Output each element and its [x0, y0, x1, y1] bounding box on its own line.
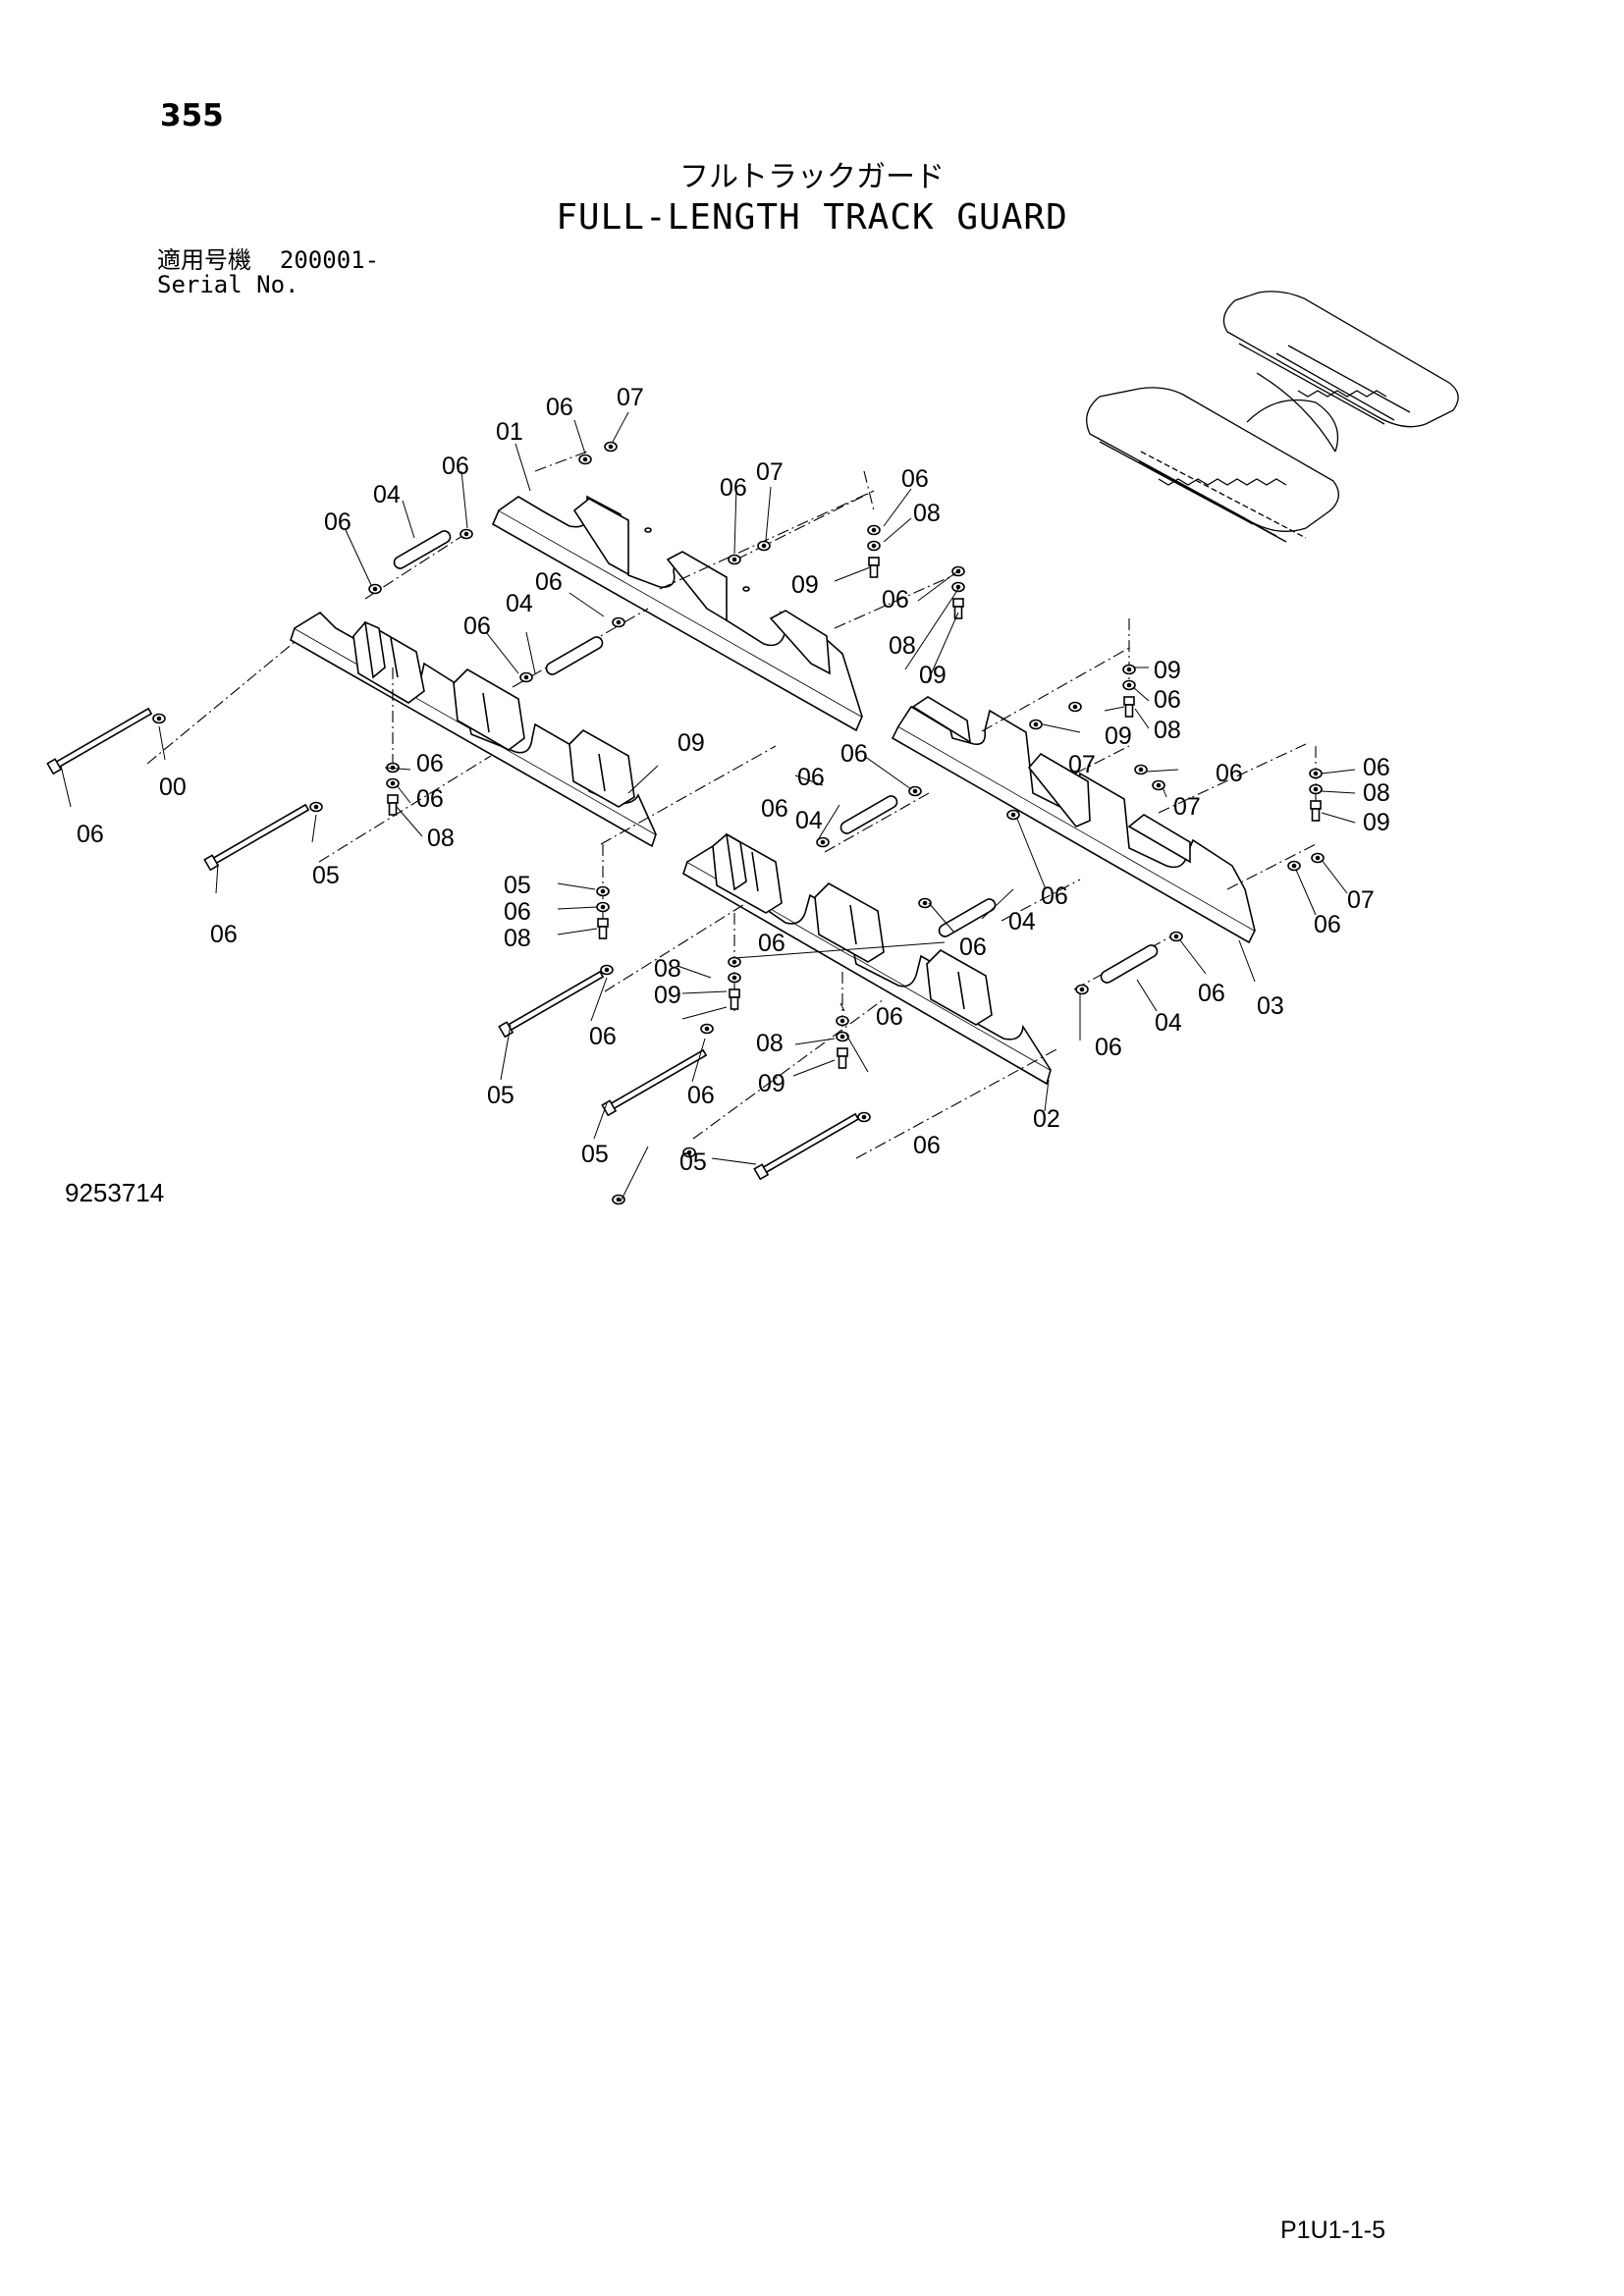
exploded-parts-diagram: 01 06 07 04 06 06 06 07 06 08 09 06 08 0… — [46, 291, 1459, 1205]
callout-label: 09 — [791, 571, 819, 599]
callout-label: 09 — [1105, 722, 1132, 750]
drawing-number: 9253714 — [65, 1178, 165, 1207]
callout-label: 06 — [1314, 911, 1341, 938]
callout-label: 06 — [876, 1003, 903, 1031]
callout-label: 06 — [840, 740, 868, 768]
callout-label: 08 — [889, 632, 916, 660]
callout-label: 06 — [1198, 980, 1225, 1007]
callout-label: 06 — [324, 508, 352, 536]
callout-label: 06 — [797, 764, 825, 791]
serial-block: 適用号機 200001- Serial No. — [157, 248, 379, 297]
callout-label: 06 — [416, 750, 444, 777]
callout-label: 08 — [1154, 717, 1181, 744]
callout-label: 07 — [756, 458, 784, 486]
callout-labels: 01 06 07 04 06 06 06 07 06 08 09 06 08 0… — [77, 384, 1390, 1176]
callout-label: 05 — [581, 1141, 609, 1168]
callout-label: 04 — [1008, 908, 1036, 935]
callout-label: 09 — [677, 729, 705, 757]
callout-label: 05 — [312, 862, 340, 889]
callout-label: 05 — [487, 1082, 514, 1109]
callout-label: 02 — [1033, 1105, 1060, 1133]
serial-value: 200001- — [279, 246, 380, 274]
callout-label: 09 — [1154, 657, 1181, 684]
callout-label: 05 — [504, 872, 531, 899]
callout-label: 06 — [913, 1132, 941, 1159]
callout-label: 05 — [679, 1148, 707, 1176]
callout-label: 06 — [687, 1082, 715, 1109]
callout-label: 03 — [1257, 992, 1284, 1020]
callout-label: 07 — [1068, 751, 1096, 778]
track-guard-01 — [491, 495, 864, 732]
title-japanese: フルトラックガード — [679, 160, 945, 194]
callout-label: 00 — [159, 774, 187, 801]
callout-label: 06 — [535, 568, 563, 596]
callout-label: 06 — [210, 921, 238, 948]
callout-label: 06 — [442, 453, 469, 480]
callout-label: 04 — [795, 807, 823, 834]
callout-label: 06 — [1154, 686, 1181, 714]
callout-label: 08 — [654, 955, 681, 983]
callout-label: 06 — [463, 613, 491, 640]
callout-label: 07 — [617, 384, 644, 411]
callout-label: 06 — [758, 930, 785, 957]
page-code: P1U1-1-5 — [1280, 2216, 1385, 2244]
callout-label: 06 — [1363, 754, 1390, 781]
callout-label: 08 — [1363, 779, 1390, 807]
callout-label: 04 — [1155, 1009, 1182, 1037]
callout-label: 09 — [758, 1070, 785, 1097]
callout-label: 08 — [756, 1030, 784, 1057]
page-title: FULL-LENGTH TRACK GUARD — [556, 197, 1068, 238]
callout-label: 06 — [416, 785, 444, 813]
callout-label: 06 — [589, 1023, 617, 1050]
leader-lines — [60, 411, 1356, 1202]
callout-label: 06 — [1095, 1034, 1122, 1061]
callout-label: 06 — [546, 394, 573, 421]
serial-label-english: Serial No. — [157, 271, 299, 298]
callout-label: 06 — [901, 465, 929, 493]
callout-label: 04 — [373, 481, 401, 508]
serial-label-japanese: 適用号機 — [157, 246, 251, 274]
track-guard-03 — [891, 696, 1257, 944]
track-guard-02 — [682, 832, 1052, 1086]
callout-label: 09 — [654, 982, 681, 1009]
callout-label: 06 — [1216, 760, 1243, 787]
callout-label: 09 — [1363, 809, 1390, 836]
callout-label: 06 — [77, 821, 104, 848]
track-guard-00 — [290, 611, 657, 848]
callout-label: 08 — [427, 825, 455, 852]
callout-label: 01 — [496, 418, 523, 446]
callout-label: 06 — [761, 795, 788, 823]
callout-label: 06 — [1041, 882, 1068, 910]
callout-label: 09 — [919, 662, 947, 689]
callout-label: 08 — [913, 500, 941, 527]
callout-label: 06 — [720, 474, 747, 502]
callout-label: 07 — [1173, 793, 1201, 821]
callout-label: 07 — [1347, 886, 1375, 914]
page-number: 355 — [160, 98, 224, 133]
callout-label: 06 — [959, 934, 987, 961]
callout-label: 06 — [882, 586, 909, 614]
callout-label: 04 — [506, 590, 533, 617]
undercarriage-context-view — [1086, 291, 1459, 543]
callout-label: 06 — [504, 898, 531, 926]
callout-label: 08 — [504, 925, 531, 952]
